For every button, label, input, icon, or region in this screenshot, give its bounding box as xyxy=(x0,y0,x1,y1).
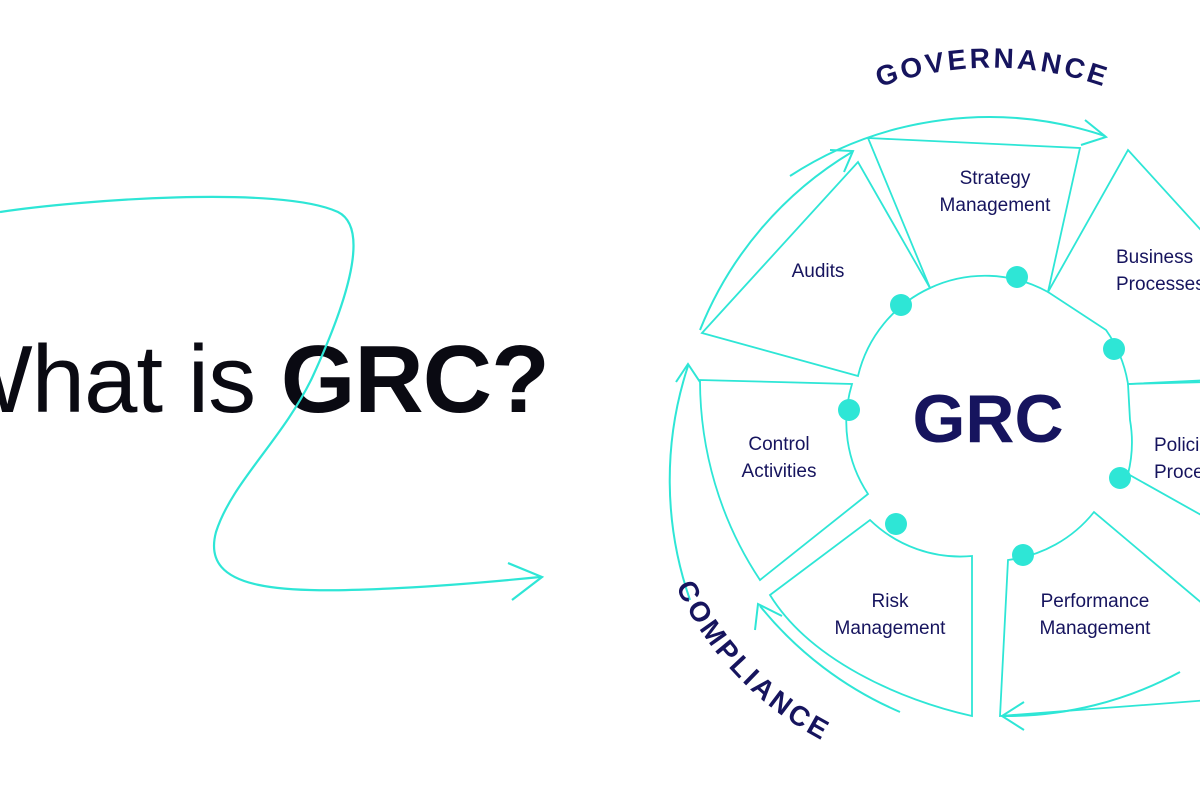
segment-label-risk-1: Risk xyxy=(872,591,909,612)
segment-label-control-2: Activities xyxy=(742,461,817,482)
cycle-arrow-upper-left xyxy=(699,151,853,331)
cycle-arrow-bottom xyxy=(1002,671,1181,718)
segment-label-performance-1: Performance xyxy=(1041,591,1150,612)
cycle-arrow-top-head xyxy=(1080,119,1109,146)
cycle-arrow-left-head xyxy=(675,362,701,383)
connector-dot xyxy=(1012,544,1034,566)
connector-dot xyxy=(890,294,912,316)
compliance-label: COMPLIANCE xyxy=(670,575,836,747)
segment-label-policies-1: Policies xyxy=(1154,435,1200,456)
connector-dot xyxy=(1109,467,1131,489)
segment-label-business-2: Processes xyxy=(1116,274,1200,295)
segment-outline-audits xyxy=(700,160,932,378)
cycle-arrow-lower-left xyxy=(759,605,901,713)
governance-label: GOVERNANCE xyxy=(872,42,1114,92)
center-label: GRC xyxy=(912,381,1063,457)
connector-dot xyxy=(885,513,907,535)
segment-outline-risk xyxy=(768,518,973,718)
cycle-arrow-top xyxy=(789,116,1106,177)
decorative-curve xyxy=(0,195,541,592)
cycle-arrow-lower-left-head xyxy=(754,602,783,631)
segment-label-performance-2: Management xyxy=(1040,618,1152,639)
segment-label-risk-2: Management xyxy=(835,618,947,639)
segment-label-strategy-2: Management xyxy=(940,195,1052,216)
segment-label-control-1: Control xyxy=(748,434,809,455)
segment-outline-performance xyxy=(999,510,1200,717)
connector-dot xyxy=(1103,338,1125,360)
segment-outline-policies xyxy=(1126,381,1200,516)
decorative-curve-arrowhead xyxy=(507,561,545,601)
headline-prefix: What is xyxy=(0,326,256,433)
segment-label-audits: Audits xyxy=(792,261,845,282)
connector-dot xyxy=(1006,266,1028,288)
cycle-arrow-upper-left-head xyxy=(829,149,855,173)
segment-outline-business xyxy=(1046,148,1200,385)
segment-label-business-1: Business xyxy=(1116,247,1193,268)
connector-dot xyxy=(838,399,860,421)
cycle-arrow-left xyxy=(668,365,691,601)
segment-label-policies-2: Procedures xyxy=(1154,462,1200,483)
segment-label-strategy-1: Strategy xyxy=(960,168,1031,189)
